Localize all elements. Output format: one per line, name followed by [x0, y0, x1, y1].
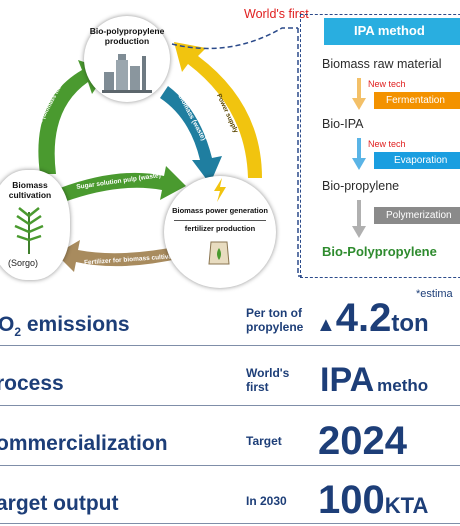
- biomass-power-title: Biomass power generation: [172, 206, 268, 215]
- cycle-diagram: Sugar solution (biomass materials) Bioma…: [0, 0, 300, 295]
- commercialization-label: ommercialization: [0, 432, 168, 455]
- down-arrow-icon: [352, 200, 366, 238]
- biomass-cultivation-title: Biomass cultivation: [8, 180, 52, 200]
- process-note: World's first: [246, 366, 290, 394]
- fermentation-text: Fermentation: [386, 95, 445, 106]
- stats-divider-2: [0, 405, 460, 406]
- stats-divider-1: [0, 345, 460, 346]
- ipa-panel: [300, 14, 460, 278]
- output-value: 100KTA: [318, 478, 429, 522]
- output-note: In 2030: [246, 494, 287, 508]
- polymerization-box: Polymerization: [374, 207, 460, 224]
- ipa-method-header-text: IPA method: [354, 23, 425, 38]
- fertilizer-arrow: [56, 240, 182, 272]
- polymerization-text: Polymerization: [386, 210, 452, 221]
- down-arrow-icon: [352, 138, 366, 170]
- sorghum-plant-icon: [14, 207, 44, 254]
- evaporation-box: Evaporation: [374, 152, 460, 169]
- process-label: rocess: [0, 372, 64, 395]
- down-arrow-icon: [352, 78, 366, 110]
- factory-icon: [102, 54, 152, 93]
- node-divider: [174, 220, 266, 221]
- connector-dashed: [171, 27, 302, 277]
- power-supply-arrow: [174, 42, 262, 178]
- target-output-label: arget output: [0, 492, 119, 515]
- co2-note: Per ton of propylene: [246, 306, 304, 334]
- new-tech-label-1: New tech: [368, 79, 406, 89]
- cycle-arrows: [38, 42, 262, 272]
- evaporation-text: Evaporation: [394, 155, 448, 166]
- fermentation-box: Fermentation: [374, 92, 460, 109]
- sugar-pulp-arrow: [60, 166, 186, 202]
- commercialization-value: 2024: [318, 419, 407, 463]
- flow-step-bio-ipa: Bio-IPA: [322, 117, 364, 131]
- stats-divider-3: [0, 465, 460, 466]
- lightning-icon: [214, 178, 226, 202]
- new-tech-label-2: New tech: [368, 139, 406, 149]
- stats-divider-4: [0, 523, 460, 524]
- co2-emissions-label: O2 emissions: [0, 313, 130, 340]
- ipa-method-header: IPA method: [324, 18, 460, 45]
- flow-step-biomass: Biomass raw material: [322, 57, 442, 71]
- sorgo-label: (Sorgo): [8, 258, 39, 268]
- worlds-first-label: World's first: [244, 7, 309, 21]
- biomass-waste-arrow: [160, 86, 222, 184]
- sugar-solution-arrow: [38, 60, 108, 174]
- fertilizer-bag-icon: [208, 241, 230, 265]
- co2-footnote: *estima: [416, 288, 453, 300]
- fertilizer-production-title: fertilizer production: [184, 224, 256, 233]
- commercialization-note: Target: [246, 434, 282, 448]
- co2-value: ▲4.2ton: [316, 296, 429, 340]
- bio-pp-production-title: Bio-polypropylene production: [89, 26, 165, 46]
- flow-step-bio-propylene: Bio-propylene: [322, 179, 400, 193]
- biomass-cultivation-node: [0, 170, 70, 280]
- bio-polypropylene-result: Bio-Polypropylene: [322, 244, 437, 259]
